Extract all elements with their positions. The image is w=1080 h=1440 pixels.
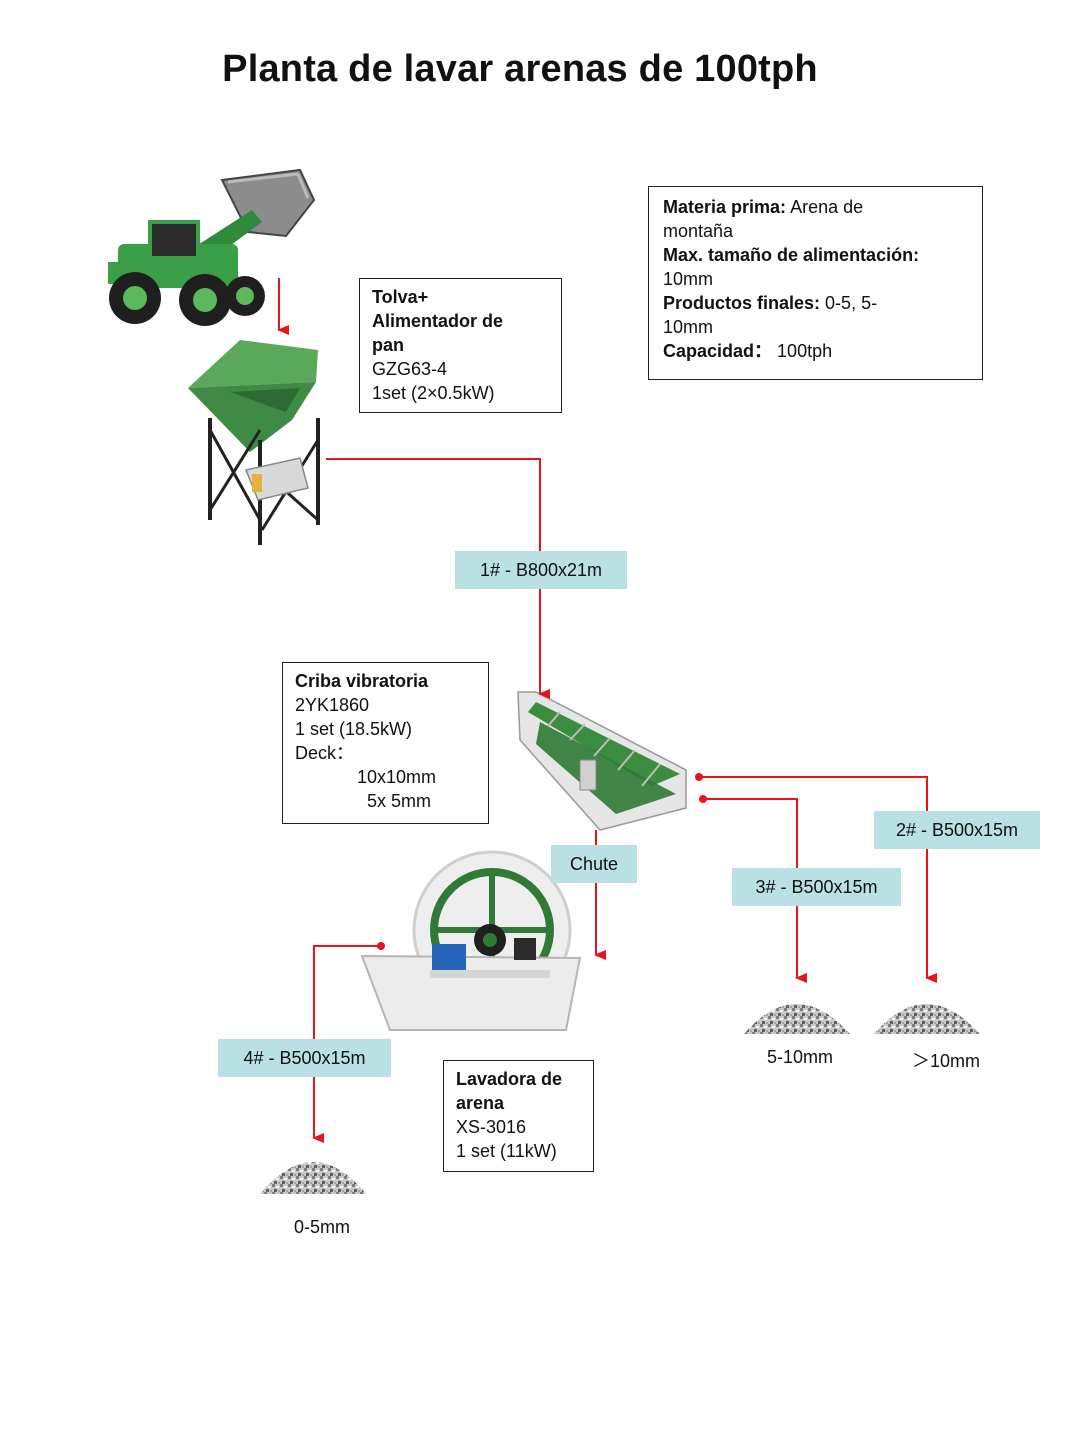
screen-deck-2: 5x 5mm: [367, 791, 432, 811]
capacity-label: Capacidad：: [663, 341, 773, 361]
screen-box: Criba vibratoria 2YK1860 1 set (18.5kW) …: [282, 662, 489, 824]
conveyor-1-tag: 1# - B800x21m: [455, 551, 627, 589]
vibrating-screen-icon: [517, 691, 687, 831]
capacity-value: 100tph: [777, 341, 833, 361]
max-feed-label: Max. tamaño de alimentación:: [663, 245, 920, 265]
washer-qty: 1 set (11kW): [456, 1141, 557, 1161]
screen-name: Criba vibratoria: [295, 671, 429, 691]
hopper-qty: 1set (2×0.5kW): [372, 383, 495, 403]
conveyor-2-tag: 2# - B500x15m: [874, 811, 1040, 849]
plant-info-box: Materia prima: Arena de montaña Max. tam…: [648, 186, 983, 380]
hopper-name-2: Alimentador de: [372, 311, 504, 331]
pile-5-10mm: [744, 1004, 850, 1034]
screen-deck-label: Deck：: [295, 743, 355, 763]
raw-material-label: Materia prima:: [663, 197, 787, 217]
hopper-name-1: Tolva+: [372, 287, 429, 307]
hopper-feeder-icon: [188, 340, 320, 545]
final-products-label: Productos finales:: [663, 293, 821, 313]
product-label-5-10mm: 5-10mm: [766, 1047, 833, 1067]
product-label-over-10mm: ＞10mm: [911, 1051, 980, 1071]
hopper-box: Tolva+ Alimentador de pan GZG63-4 1set (…: [359, 278, 562, 413]
product-label-0-5mm: 0-5mm: [293, 1217, 350, 1237]
sand-washer-icon: [360, 850, 582, 1031]
hopper-model: GZG63-4: [372, 359, 448, 379]
washer-model: XS-3016: [456, 1117, 527, 1137]
pile-0-5mm: [260, 1162, 366, 1194]
conveyor-3-tag: 3# - B500x15m: [732, 868, 901, 906]
chute-tag: Chute: [551, 845, 637, 883]
screen-qty: 1 set (18.5kW): [295, 719, 413, 739]
conveyor-4-tag: 4# - B500x15m: [218, 1039, 391, 1077]
max-feed-value: 10mm: [663, 269, 714, 289]
washer-box: Lavadora de arena XS-3016 1 set (11kW): [443, 1060, 594, 1172]
wheel-loader-icon: [108, 168, 316, 326]
page-title: Planta de lavar arenas de 100tph: [222, 48, 818, 90]
washer-name-2: arena: [456, 1093, 505, 1113]
screen-model: 2YK1860: [295, 695, 370, 715]
final-products-value: 0-5, 5-: [825, 293, 878, 313]
pile-over-10mm: [874, 1004, 980, 1034]
washer-name-1: Lavadora de: [456, 1069, 563, 1089]
raw-material-value: Arena de: [790, 197, 864, 217]
screen-deck-1: 10x10mm: [357, 767, 437, 787]
hopper-name-3: pan: [372, 335, 405, 355]
raw-material-value-cont: montaña: [663, 221, 734, 241]
final-products-value-cont: 10mm: [663, 317, 714, 337]
